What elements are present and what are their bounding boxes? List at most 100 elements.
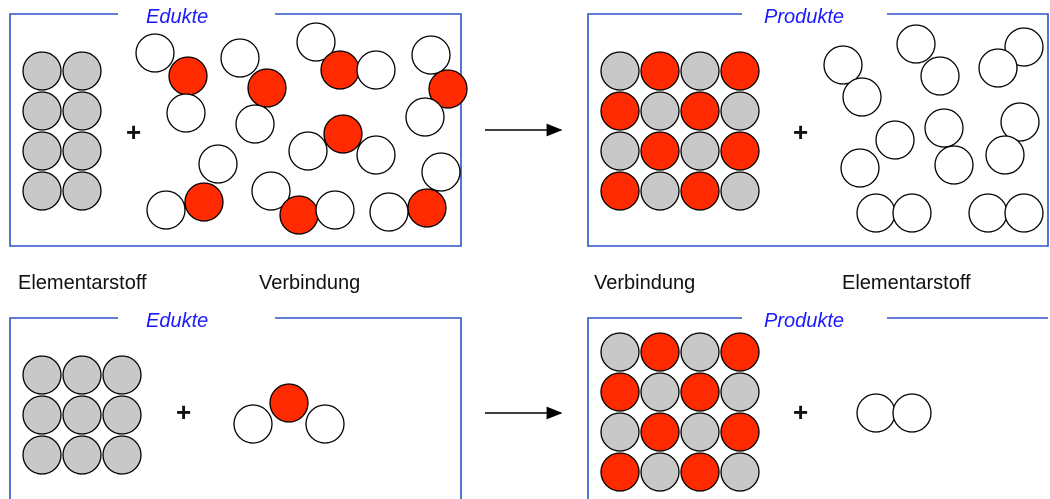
red-atom — [680, 452, 720, 492]
grey-atom — [62, 395, 102, 435]
white-atom — [369, 192, 409, 232]
red-atom — [600, 452, 640, 492]
red-atom — [680, 171, 720, 211]
grey-atom — [62, 91, 102, 131]
grey-atom — [62, 131, 102, 171]
label-top-elementarstoff-left: Elementarstoff — [18, 272, 147, 294]
label-top-verbindung-left: Verbindung — [259, 272, 360, 294]
bottom-reactants-atoms — [22, 355, 345, 475]
white-atom — [288, 131, 328, 171]
bottom-reactants-frame — [9, 317, 462, 499]
label-top-elementarstoff-right: Elementarstoff — [842, 272, 971, 294]
red-atom — [640, 131, 680, 171]
white-atom — [356, 50, 396, 90]
grey-atom — [102, 435, 142, 475]
red-atom — [640, 51, 680, 91]
grey-atom — [22, 51, 62, 91]
white-atom — [305, 404, 345, 444]
white-atom — [296, 22, 336, 62]
white-atom — [924, 108, 964, 148]
red-atom — [720, 51, 760, 91]
grey-atom — [640, 452, 680, 492]
white-atom — [315, 190, 355, 230]
white-atom — [235, 104, 275, 144]
grey-atom — [720, 372, 760, 412]
red-atom — [680, 372, 720, 412]
bottom-reactants-title: Edukte — [146, 310, 208, 332]
white-atom — [968, 193, 1008, 233]
grey-atom — [62, 51, 102, 91]
bottom-products-frame — [587, 317, 1048, 499]
grey-atom — [680, 51, 720, 91]
top-products-frame — [587, 13, 1049, 247]
white-atom — [920, 56, 960, 96]
red-atom — [320, 50, 360, 90]
red-atom — [720, 131, 760, 171]
white-atom — [823, 45, 863, 85]
grey-atom — [640, 91, 680, 131]
red-atom — [407, 188, 447, 228]
grey-atom — [22, 91, 62, 131]
white-atom — [892, 193, 932, 233]
red-atom — [168, 56, 208, 96]
grey-atom — [720, 91, 760, 131]
bottom-plus-right: + — [793, 397, 808, 427]
white-atom — [233, 404, 273, 444]
white-atom — [985, 135, 1025, 175]
red-atom — [600, 372, 640, 412]
red-atom — [720, 412, 760, 452]
white-atom — [896, 24, 936, 64]
grey-atom — [680, 131, 720, 171]
white-atom — [856, 193, 896, 233]
bottom-products-title: Produkte — [764, 310, 844, 332]
grey-atom — [22, 131, 62, 171]
red-atom — [323, 114, 363, 154]
grey-atom — [102, 395, 142, 435]
red-atom — [269, 383, 309, 423]
white-atom — [1004, 27, 1044, 67]
red-atom — [640, 332, 680, 372]
white-atom — [934, 145, 974, 185]
grey-atom — [22, 355, 62, 395]
white-atom — [842, 77, 882, 117]
white-atom — [875, 120, 915, 160]
top-reactants-atoms — [22, 22, 468, 235]
red-atom — [600, 91, 640, 131]
red-atom — [247, 68, 287, 108]
bottom-plus-left: + — [176, 397, 191, 427]
white-atom — [1000, 102, 1040, 142]
top-products-title: Produkte — [764, 6, 844, 28]
grey-atom — [600, 51, 640, 91]
white-atom — [146, 190, 186, 230]
grey-atom — [62, 355, 102, 395]
white-atom — [840, 148, 880, 188]
white-atom — [421, 152, 461, 192]
grey-atom — [22, 435, 62, 475]
grey-atom — [22, 395, 62, 435]
white-atom — [405, 97, 445, 137]
red-atom — [680, 91, 720, 131]
top-reactants-frame — [9, 13, 462, 247]
white-atom — [411, 35, 451, 75]
red-atom — [720, 332, 760, 372]
grey-atom — [680, 332, 720, 372]
white-atom — [978, 48, 1018, 88]
top-plus-left: + — [126, 117, 141, 147]
red-atom — [428, 69, 468, 109]
white-atom — [1004, 193, 1044, 233]
top-plus-right: + — [793, 117, 808, 147]
grey-atom — [600, 332, 640, 372]
red-atom — [600, 171, 640, 211]
grey-atom — [62, 435, 102, 475]
bottom-products-atoms — [600, 332, 932, 492]
white-atom — [856, 393, 896, 433]
grey-atom — [720, 171, 760, 211]
white-atom — [892, 393, 932, 433]
white-atom — [356, 135, 396, 175]
red-atom — [640, 412, 680, 452]
white-atom — [166, 93, 206, 133]
red-atom — [184, 182, 224, 222]
white-atom — [251, 171, 291, 211]
grey-atom — [640, 372, 680, 412]
